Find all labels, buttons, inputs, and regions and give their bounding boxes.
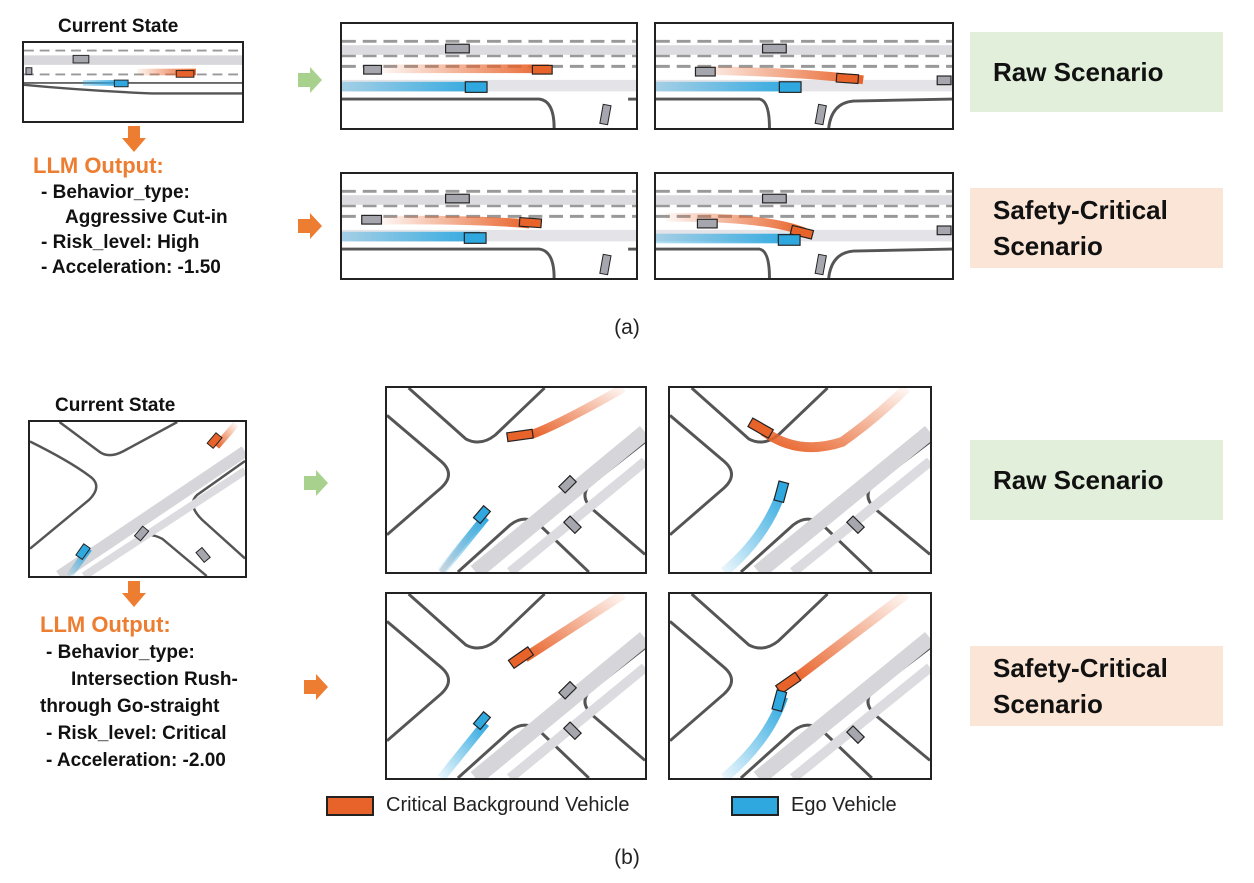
critical-label-line: Safety-Critical — [993, 653, 1168, 683]
right-arrow-icon — [304, 470, 328, 496]
panel-a-current-state-title: Current State — [58, 16, 179, 37]
panel-b-critical-frame-2 — [668, 592, 932, 780]
panel-a-llm-output: LLM Output: - Behavior_type: Aggressive … — [33, 152, 228, 280]
panel-a-current-state-map — [22, 41, 244, 123]
llm-line: - Acceleration: -2.00 — [46, 750, 226, 771]
panel-b-caption: (b) — [614, 846, 640, 869]
panel-b-current-state-title: Current State — [55, 395, 176, 416]
llm-line: Aggressive Cut-in — [65, 207, 228, 228]
panel-b-raw-frame-2 — [668, 386, 932, 574]
legend-ego-vehicle: Ego Vehicle — [731, 794, 897, 817]
critical-label-line: Scenario — [993, 231, 1103, 261]
panel-a-caption: (a) — [614, 316, 640, 339]
legend-critical-label: Critical Background Vehicle — [386, 794, 630, 816]
down-arrow-icon — [122, 581, 146, 607]
critical-vehicle-swatch — [326, 795, 374, 816]
llm-output-header: LLM Output: — [33, 153, 164, 178]
llm-line: Intersection Rush- — [71, 669, 238, 690]
panel-a-raw-scenario-label: Raw Scenario — [970, 32, 1223, 112]
panel-a-critical-frame-2 — [654, 172, 954, 280]
panel-b-current-state-map — [28, 420, 247, 578]
right-arrow-icon — [304, 674, 328, 700]
panel-a-raw-frame-1 — [340, 22, 638, 130]
down-arrow-icon — [122, 126, 146, 152]
llm-line: - Behavior_type: — [46, 642, 195, 663]
right-arrow-icon — [298, 67, 322, 93]
panel-b-raw-scenario-label: Raw Scenario — [970, 440, 1223, 520]
llm-line: - Risk_level: Critical — [46, 723, 227, 744]
critical-label-line: Scenario — [993, 689, 1103, 719]
llm-output-header: LLM Output: — [40, 612, 171, 637]
panel-a-critical-frame-1 — [340, 172, 638, 280]
llm-line: through Go-straight — [40, 696, 220, 717]
llm-line: - Risk_level: High — [41, 232, 200, 253]
panel-a-raw-frame-2 — [654, 22, 954, 130]
legend-critical-vehicle: Critical Background Vehicle — [326, 794, 629, 817]
legend-ego-label: Ego Vehicle — [791, 794, 897, 816]
panel-b-critical-frame-1 — [385, 592, 647, 780]
critical-label-line: Safety-Critical — [993, 195, 1168, 225]
ego-vehicle-swatch — [731, 795, 779, 816]
llm-line: - Behavior_type: — [41, 182, 190, 203]
right-arrow-icon — [298, 213, 322, 239]
panel-b-raw-frame-1 — [385, 386, 647, 574]
panel-b-llm-output: LLM Output: - Behavior_type: Intersectio… — [40, 611, 238, 774]
llm-line: - Acceleration: -1.50 — [41, 257, 221, 278]
